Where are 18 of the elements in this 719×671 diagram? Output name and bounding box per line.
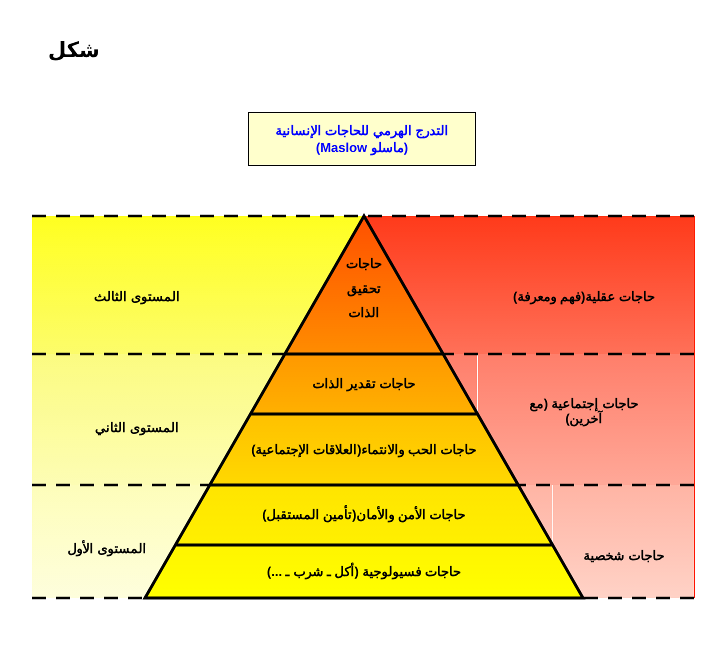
title-box (248, 112, 476, 166)
level-label: حاجات شخصية (582, 548, 666, 563)
level-label: حاجات عقلية(فهم ومعرفة) (512, 289, 656, 304)
pyramid-tier (175, 485, 553, 545)
tier-label: حاجات تحقيق الذات (344, 255, 383, 322)
tier-label: حاجات تقدير الذات (311, 375, 417, 394)
title-text: (ماسلو Maslow) (316, 140, 408, 155)
tier-label: حاجات الحب والانتماء(العلاقات الإجتماعية) (250, 440, 478, 460)
level-label: المستوى الأول (66, 541, 148, 556)
tier-label: حاجات فسيولوجية (أكل ـ شرب ـ ...) (266, 562, 462, 582)
level-label: حاجات إجتماعية (مع آخرين) (528, 396, 640, 426)
tier-label: حاجات الأمن والأمان(تأمين المستقبل) (261, 504, 467, 524)
pyramid-tier (250, 354, 478, 414)
figure-heading: شكل (48, 38, 100, 62)
level-label: المستوى الثاني (94, 420, 180, 435)
pyramid-tier (210, 414, 518, 485)
level-label: المستوى الثالث (93, 289, 181, 304)
title-text: التدرج الهرمي للحاجات الإنسانية (276, 123, 448, 138)
